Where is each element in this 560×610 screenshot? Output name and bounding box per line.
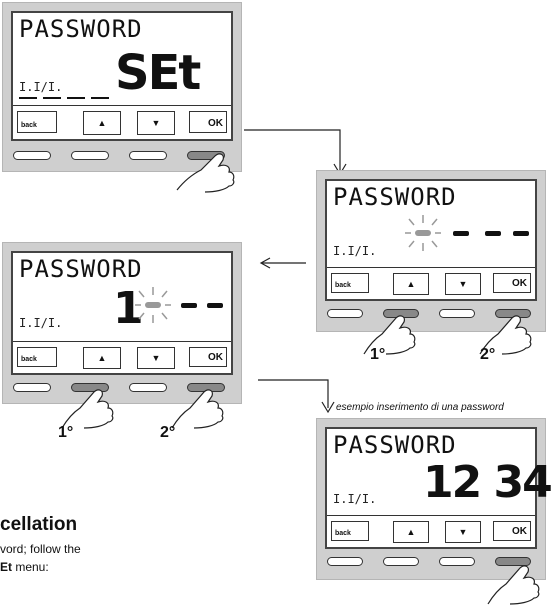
- physical-key-3[interactable]: [439, 309, 475, 318]
- underline-dash: [91, 97, 109, 99]
- digit-dash: [453, 231, 469, 236]
- ok-button[interactable]: OK: [493, 273, 531, 293]
- flow-arrow-icon: [244, 118, 354, 178]
- lcd-small-indicator: I.I/I.: [19, 81, 62, 93]
- lcd-small-indicator: I.I/I.: [333, 245, 376, 257]
- physical-key-1[interactable]: [13, 383, 51, 392]
- up-arrow-button[interactable]: ▲: [83, 111, 121, 135]
- up-arrow-button[interactable]: ▲: [393, 521, 429, 543]
- underline-dash: [43, 97, 61, 99]
- step-label-2: 2°: [160, 424, 175, 442]
- ok-button[interactable]: OK: [189, 347, 227, 367]
- down-arrow-button[interactable]: ▼: [445, 521, 481, 543]
- flow-arrow-icon: [258, 256, 308, 270]
- thermostat-panel-set: PASSWORD I.I/I. SEt back ▲ ▼ OK: [2, 2, 242, 172]
- set-display: SEt: [115, 49, 199, 97]
- step-label-1: 1°: [58, 424, 73, 442]
- lcd-screen: PASSWORD I.I/I. 1 back ▲ ▼ OK: [11, 251, 233, 375]
- physical-key-2[interactable]: [383, 557, 419, 566]
- thermostat-panel-first-digit: PASSWORD I.I/I. back ▲ ▼ OK: [316, 170, 546, 332]
- pointing-hand-icon: [170, 384, 230, 432]
- lcd-separator: [13, 341, 231, 342]
- section-heading: cellation: [0, 514, 77, 536]
- lcd-small-indicator: I.I/I.: [333, 493, 376, 505]
- down-arrow-button[interactable]: ▼: [137, 347, 175, 369]
- back-button[interactable]: back: [331, 521, 369, 541]
- section-text-rest: menu:: [12, 560, 49, 574]
- lcd-screen: PASSWORD I.I/I. back ▲ ▼ OK: [325, 179, 537, 301]
- digit-dash: [181, 303, 197, 308]
- thermostat-panel-second-digit: PASSWORD I.I/I. 1 back ▲ ▼ OK: [2, 242, 242, 404]
- password-title: PASSWORD: [19, 17, 143, 41]
- up-arrow-button[interactable]: ▲: [83, 347, 121, 369]
- physical-key-3[interactable]: [439, 557, 475, 566]
- back-button[interactable]: back: [17, 111, 57, 133]
- lcd-separator: [327, 267, 535, 268]
- physical-key-1[interactable]: [327, 557, 363, 566]
- blinking-digit-icon: [401, 213, 445, 253]
- section-text-line-1: vord; follow the: [0, 542, 81, 556]
- physical-key-2[interactable]: [71, 151, 109, 160]
- ok-button[interactable]: OK: [493, 521, 531, 541]
- blinking-digit-icon: [131, 285, 175, 325]
- lcd-separator: [13, 105, 231, 106]
- physical-key-1[interactable]: [327, 309, 363, 318]
- lcd-screen: PASSWORD I.I/I. 12 34 back ▲ ▼ OK: [325, 427, 537, 549]
- underline-dash: [67, 97, 85, 99]
- down-arrow-button[interactable]: ▼: [137, 111, 175, 135]
- physical-key-3[interactable]: [129, 151, 167, 160]
- digit-dash: [513, 231, 529, 236]
- underline-dash: [19, 97, 37, 99]
- step-label-1: 1°: [370, 346, 385, 364]
- pointing-hand-icon: [175, 150, 245, 195]
- password-title: PASSWORD: [333, 433, 457, 457]
- password-value-display: 12 34: [423, 461, 551, 505]
- lcd-screen: PASSWORD I.I/I. SEt back ▲ ▼ OK: [11, 11, 233, 141]
- ok-button[interactable]: OK: [189, 111, 227, 133]
- password-title: PASSWORD: [19, 257, 143, 281]
- thermostat-panel-example: PASSWORD I.I/I. 12 34 back ▲ ▼ OK: [316, 418, 546, 580]
- down-arrow-button[interactable]: ▼: [445, 273, 481, 295]
- back-button[interactable]: back: [331, 273, 369, 293]
- section-text-line-2: Et menu:: [0, 560, 49, 574]
- password-title: PASSWORD: [333, 185, 457, 209]
- back-button[interactable]: back: [17, 347, 57, 367]
- physical-key-3[interactable]: [129, 383, 167, 392]
- step-label-2: 2°: [480, 346, 495, 364]
- pointing-hand-icon: [486, 560, 546, 608]
- lcd-separator: [327, 515, 535, 516]
- physical-key-1[interactable]: [13, 151, 51, 160]
- up-arrow-button[interactable]: ▲: [393, 273, 429, 295]
- digit-dash: [207, 303, 223, 308]
- flow-arrow-icon: [258, 372, 338, 414]
- lcd-small-indicator: I.I/I.: [19, 317, 62, 329]
- set-menu-name: Et: [0, 560, 12, 574]
- example-caption: esempio inserimento di una password: [336, 402, 504, 413]
- digit-dash: [485, 231, 501, 236]
